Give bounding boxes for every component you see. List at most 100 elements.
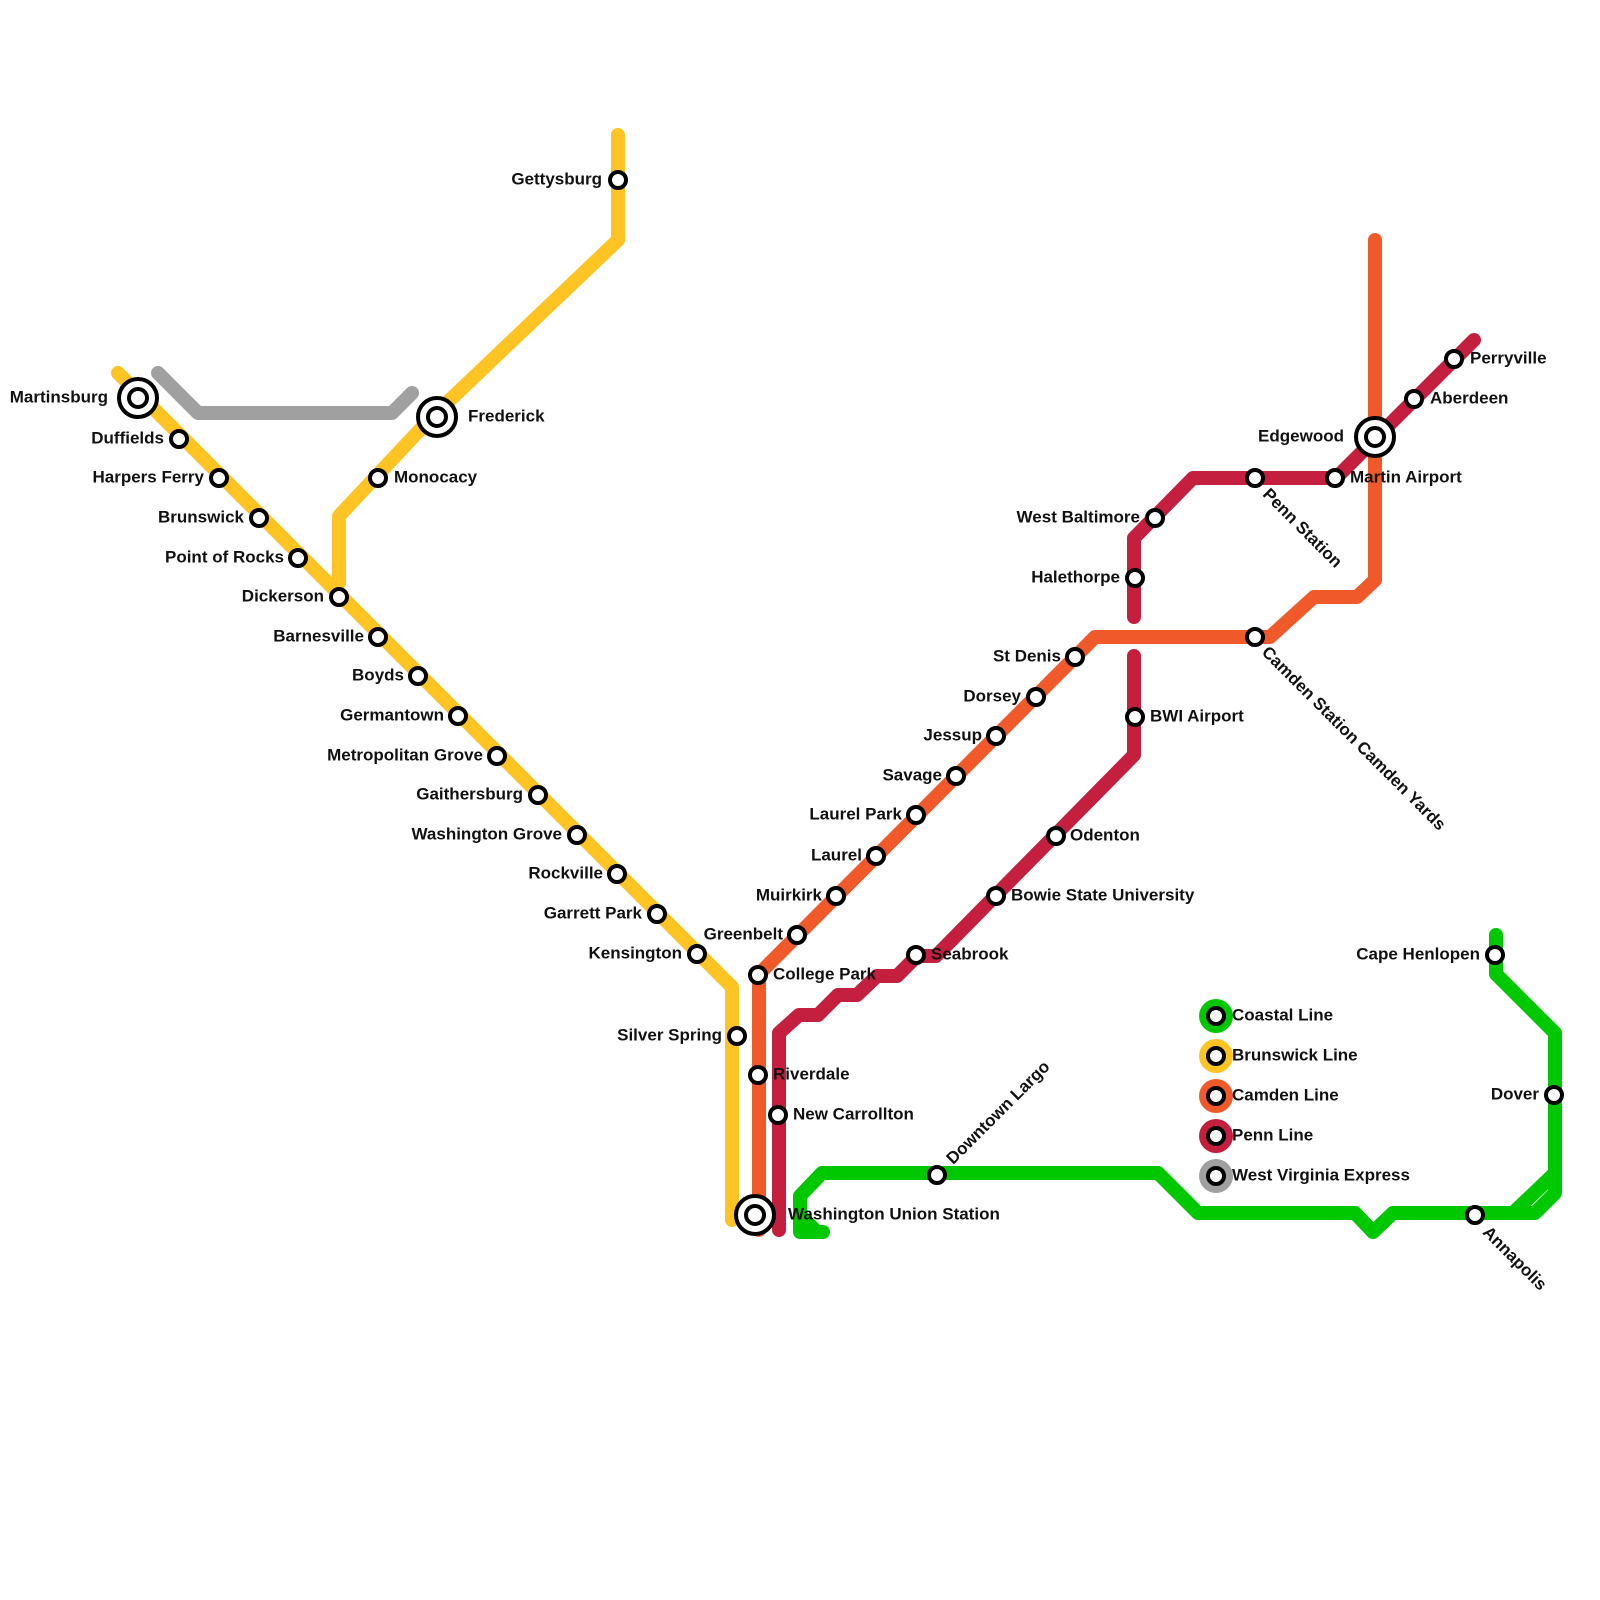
station-martin-airport[interactable]: Martin Airport (1325, 467, 1462, 488)
station-edgewood[interactable]: Edgewood (1258, 416, 1396, 458)
station-point-of-rocks[interactable]: Point of Rocks (165, 547, 308, 568)
station-label: Harpers Ferry (92, 467, 204, 486)
station-marker (408, 666, 428, 686)
station-label: Silver Spring (617, 1025, 722, 1044)
station-label: Kensington (589, 943, 683, 962)
station-marker (748, 1065, 768, 1085)
station-marker (1026, 687, 1046, 707)
station-garrett-park[interactable]: Garrett Park (544, 903, 667, 924)
station-marker (946, 766, 966, 786)
station-label: West Baltimore (1017, 507, 1140, 526)
station-marker (249, 508, 269, 528)
station-marker (288, 548, 308, 568)
station-aberdeen[interactable]: Aberdeen (1404, 388, 1508, 409)
station-new-carrollton[interactable]: New Carrollton (768, 1104, 914, 1125)
station-camden-station[interactable]: Camden Station Camden Yards (1245, 627, 1450, 835)
legend-item-coastal: Coastal Line (1199, 999, 1333, 1033)
station-bowie-state[interactable]: Bowie State University (986, 885, 1195, 906)
legend-label: West Virginia Express (1232, 1165, 1410, 1184)
station-muirkirk[interactable]: Muirkirk (756, 885, 846, 906)
interchange-marker-inner (127, 387, 149, 409)
station-savage[interactable]: Savage (882, 765, 966, 786)
station-gaithersburg[interactable]: Gaithersburg (416, 784, 548, 805)
route-segment (793, 1166, 1562, 1239)
station-jessup[interactable]: Jessup (923, 725, 1006, 746)
station-marker (748, 965, 768, 985)
station-label: Gaithersburg (416, 784, 523, 803)
legend-station-marker (1206, 1006, 1226, 1026)
route-wv-express (151, 366, 419, 420)
station-silver-spring[interactable]: Silver Spring (617, 1025, 747, 1046)
station-dover[interactable]: Dover (1491, 1084, 1564, 1105)
station-college-park[interactable]: College Park (748, 964, 877, 985)
station-label: Savage (882, 765, 942, 784)
station-label: Dorsey (963, 686, 1021, 705)
legend-item-penn: Penn Line (1199, 1119, 1313, 1153)
station-label: College Park (773, 964, 877, 983)
station-greenbelt[interactable]: Greenbelt (704, 924, 807, 945)
station-west-baltimore[interactable]: West Baltimore (1017, 507, 1165, 528)
station-boyds[interactable]: Boyds (352, 665, 428, 686)
station-halethorpe[interactable]: Halethorpe (1031, 567, 1145, 588)
station-marker (826, 886, 846, 906)
station-marker (329, 587, 349, 607)
station-marker (487, 746, 507, 766)
legend-label: Penn Line (1232, 1125, 1313, 1144)
station-cape-henlopen[interactable]: Cape Henlopen (1356, 944, 1505, 965)
station-label: Duffields (91, 428, 164, 447)
station-marker (787, 925, 807, 945)
route-segment (111, 366, 739, 1227)
legend-label: Coastal Line (1232, 1005, 1333, 1024)
station-frederick[interactable]: Frederick (416, 396, 545, 438)
station-annapolis[interactable]: Annapolis (1465, 1205, 1551, 1295)
station-st-denis[interactable]: St Denis (993, 646, 1085, 667)
interchange-marker-inner (426, 406, 448, 428)
station-label: Riverdale (773, 1064, 850, 1083)
station-seabrook[interactable]: Seabrook (906, 944, 1009, 965)
station-label: Edgewood (1258, 426, 1344, 445)
station-germantown[interactable]: Germantown (340, 705, 468, 726)
station-marker (607, 864, 627, 884)
station-marker (567, 825, 587, 845)
station-laurel[interactable]: Laurel (811, 845, 886, 866)
route-segment (332, 128, 625, 590)
station-label: Washington Union Station (788, 1204, 1000, 1223)
station-gettysburg[interactable]: Gettysburg (511, 169, 628, 190)
station-marker (1125, 568, 1145, 588)
station-marker (368, 468, 388, 488)
station-label: Frederick (468, 406, 545, 425)
station-perryville[interactable]: Perryville (1444, 348, 1547, 369)
station-laurel-park[interactable]: Laurel Park (809, 804, 926, 825)
station-riverdale[interactable]: Riverdale (748, 1064, 850, 1085)
station-monocacy[interactable]: Monocacy (368, 467, 478, 488)
station-label: St Denis (993, 646, 1061, 665)
station-washington-union[interactable]: Washington Union Station (734, 1194, 1000, 1236)
station-duffields[interactable]: Duffields (91, 428, 189, 449)
station-label: Monocacy (394, 467, 478, 486)
station-odenton[interactable]: Odenton (1046, 825, 1140, 846)
station-marker (906, 805, 926, 825)
station-kensington[interactable]: Kensington (589, 943, 707, 964)
station-label: Gettysburg (511, 169, 602, 188)
station-label: Camden Station Camden Yards (1258, 643, 1450, 835)
legend-item-camden: Camden Line (1199, 1079, 1339, 1113)
legend-label: Camden Line (1232, 1085, 1339, 1104)
station-downtown-largo[interactable]: Downtown Largo (927, 1057, 1053, 1185)
station-label: Aberdeen (1430, 388, 1508, 407)
station-dickerson[interactable]: Dickerson (242, 586, 349, 607)
station-harpers-ferry[interactable]: Harpers Ferry (92, 467, 229, 488)
station-metropolitan-grove[interactable]: Metropolitan Grove (327, 745, 507, 766)
station-barnesville[interactable]: Barnesville (273, 626, 388, 647)
station-bwi-airport[interactable]: BWI Airport (1125, 706, 1244, 727)
station-marker (1325, 468, 1345, 488)
station-dorsey[interactable]: Dorsey (963, 686, 1046, 707)
legend-station-marker (1206, 1086, 1226, 1106)
station-washington-grove[interactable]: Washington Grove (412, 824, 587, 845)
station-brunswick[interactable]: Brunswick (158, 507, 269, 528)
station-label: Annapolis (1479, 1223, 1551, 1295)
station-marker (768, 1105, 788, 1125)
station-martinsburg[interactable]: Martinsburg (10, 377, 159, 419)
station-rockville[interactable]: Rockville (528, 863, 627, 884)
route-segment (752, 233, 1382, 1237)
